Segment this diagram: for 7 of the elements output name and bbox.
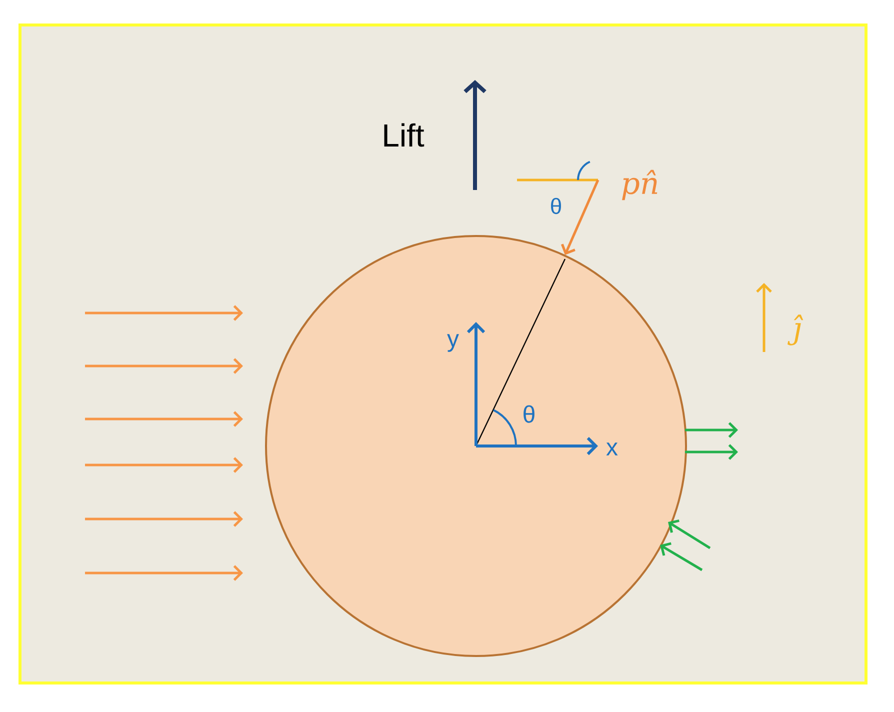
axis-label: x xyxy=(606,442,618,456)
axis-label: y xyxy=(447,334,459,352)
label: Lift xyxy=(384,123,424,147)
vector-label: pn̂ xyxy=(622,170,658,200)
angle-label: θ xyxy=(524,405,534,423)
vector-label: ĵ xyxy=(788,314,804,346)
angle-label: θ xyxy=(551,198,561,214)
